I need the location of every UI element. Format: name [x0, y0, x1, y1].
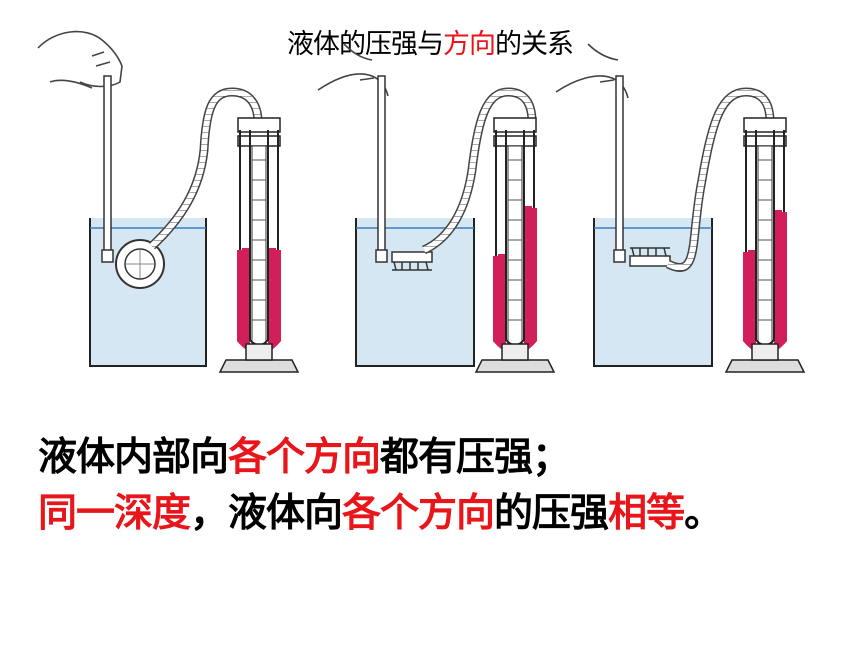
- probe-rod: [103, 75, 112, 257]
- line2-part-b: ，液体向: [190, 491, 343, 536]
- conclusion-line-1: 液体内部向各个方向都有压强；: [38, 430, 838, 486]
- line1-highlight: 各个方向: [228, 435, 381, 480]
- title-text-3: 的关系: [495, 29, 574, 60]
- conclusion-line-2: 同一深度，液体向各个方向的压强相等。: [38, 486, 838, 542]
- u-tube-manometer: [474, 117, 556, 373]
- probe-rod: [377, 75, 386, 257]
- hand-icon: [555, 43, 629, 99]
- experiment-illustration: [37, 30, 806, 373]
- probe-head-facing-down: [391, 251, 433, 271]
- probe-joint: [613, 249, 626, 263]
- title-text-1: 液体的压强与: [287, 29, 444, 60]
- line2-part-d: 的压强: [494, 491, 609, 536]
- line1-part-c: 都有压强；: [380, 435, 571, 480]
- title-text-highlight: 方向: [443, 29, 496, 60]
- setup-2: [317, 43, 556, 373]
- hand-icon: [37, 30, 123, 89]
- probe-joint: [101, 249, 114, 263]
- line2-highlight-equal: 相等: [608, 491, 685, 536]
- conclusion-text: 液体内部向各个方向都有压强； 同一深度，液体向各个方向的压强相等。: [38, 430, 838, 542]
- probe-rod: [615, 75, 624, 257]
- probe-head-facing-side: [115, 239, 165, 289]
- line2-highlight-directions: 各个方向: [342, 491, 495, 536]
- line2-highlight-depth: 同一深度: [38, 491, 191, 536]
- line1-part-a: 液体内部向: [38, 435, 229, 480]
- setup-1: [37, 30, 300, 373]
- u-tube-manometer: [218, 117, 300, 373]
- beaker: [355, 218, 475, 367]
- slide-title: 液体的压强与方向的关系: [0, 22, 860, 61]
- setup-3: [555, 43, 806, 373]
- line2-part-f: 。: [684, 491, 723, 536]
- u-tube-manometer: [724, 117, 806, 373]
- probe-joint: [375, 249, 388, 263]
